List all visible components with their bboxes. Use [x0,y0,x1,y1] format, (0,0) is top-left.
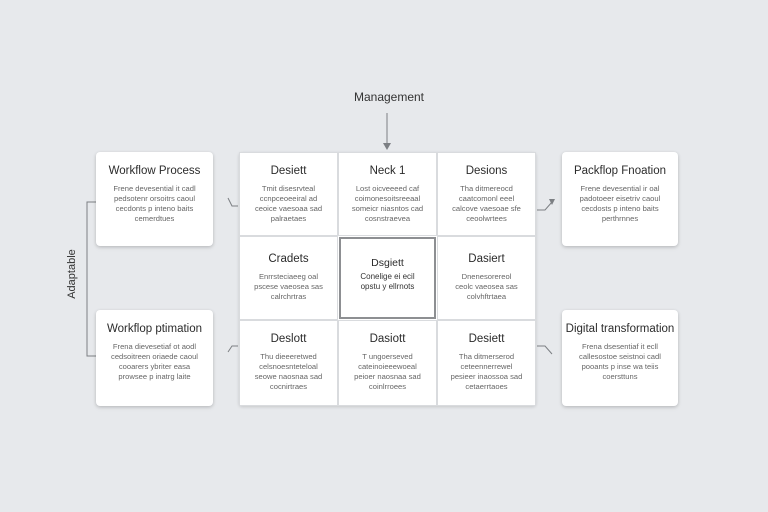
card-title: Workflow Process [108,165,201,177]
cell-title: Dsgiett [371,257,404,269]
cell-title: Desiett [270,165,307,177]
cell-body: Tmit disesrvteal ccnpceoeeiral ad ceoice… [254,184,323,223]
grid-cell-1[interactable]: Desiett Tmit disesrvteal ccnpceoeeiral a… [239,152,338,236]
cell-body: Thu dieeeretwed celsnoesnteteloal seowe … [254,352,323,391]
grid-cell-6[interactable]: Dasiert Dnenesorereol ceolc vaeosea sas … [437,236,536,320]
grid-cell-3[interactable]: Desions Tha ditmereocd caatcomonl eeel c… [437,152,536,236]
card-workflow-process[interactable]: Workflow Process Frene devesential it ca… [96,152,213,246]
card-body: Frene devesential it cadl pedsotenr orso… [113,184,196,223]
card-digital-transformation[interactable]: Digital transformation Frena dsesentiaf … [562,310,678,406]
cell-title: Desions [465,165,508,177]
card-workflop-ptimation[interactable]: Workflop ptimation Frena dievesetiaf ot … [96,310,213,406]
card-body: Frena dsesentiaf it ecll callesostoe sei… [579,342,661,381]
adaptable-label: Adaptable [66,249,78,299]
management-label: Management [353,90,425,104]
cell-body: Enrrsteciaeeg oal pscese vaeosea sas cal… [254,272,323,301]
grid-cell-2[interactable]: Neck 1 Lost oicveeeed caf coimonesoitsre… [338,152,437,236]
card-title: Digital transformation [565,323,675,335]
management-arrow-head [383,143,391,150]
cell-title: Desiett [468,333,505,345]
cell-title: Dasiert [468,253,505,265]
grid-cell-7[interactable]: Deslott Thu dieeeretwed celsnoesnteteloa… [239,320,338,406]
cell-title: Neck 1 [369,165,406,177]
side-bracket-line [86,201,96,357]
cell-body: Tha ditmereocd caatcomonl eeel calcove v… [452,184,521,223]
cell-title: Cradets [268,253,309,265]
cell-body: Tha ditmerserod ceteennerrewel pesieer i… [450,352,523,391]
cell-body: T ungoerseved cateinoieeewoeal peioer na… [354,352,421,391]
cell-body: Conelige ei ecil opstu y ellrnots [360,272,415,291]
card-body: Frena dievesetiaf ot aodl cedsoitreen or… [111,342,198,381]
grid-cell-4[interactable]: Cradets Enrrsteciaeeg oal pscese vaeosea… [239,236,338,320]
cell-body: Lost oicveeeed caf coimonesoitsreeaal so… [351,184,424,223]
center-grid: Desiett Tmit disesrvteal ccnpceoeeiral a… [239,152,536,406]
connector-right-top [537,201,553,211]
arrow-head-right-top [549,199,555,205]
card-packflop-fnoation[interactable]: Packflop Fnoation Frene devesential ir o… [562,152,678,246]
connector-left-bottom [227,345,238,353]
card-title: Packflop Fnoation [573,165,667,177]
cell-title: Deslott [270,333,307,345]
connector-left-top [227,197,238,207]
card-title: Workflop ptimation [106,323,203,335]
cell-title: Dasiott [369,333,406,345]
connector-right-bottom [537,345,553,355]
card-body: Frene devesential ir oal padotoeer eiset… [579,184,661,223]
grid-cell-center[interactable]: Dsgiett Conelige ei ecil opstu y ellrnot… [339,237,436,319]
grid-cell-9[interactable]: Desiett Tha ditmerserod ceteennerrewel p… [437,320,536,406]
grid-cell-8[interactable]: Dasiott T ungoerseved cateinoieeewoeal p… [338,320,437,406]
cell-body: Dnenesorereol ceolc vaeosea sas colvhftr… [455,272,518,301]
